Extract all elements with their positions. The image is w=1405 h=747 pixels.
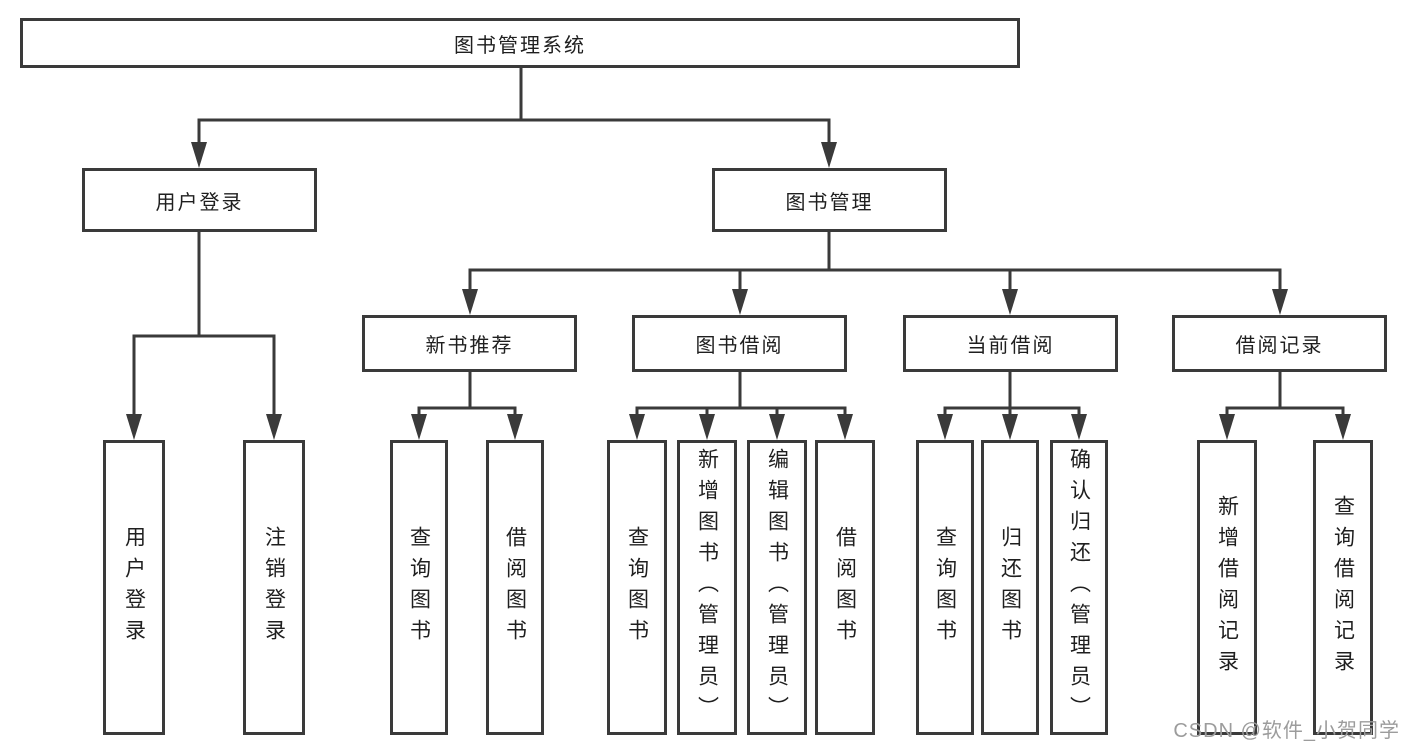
leaf-add-books-admin-label: 新增图书（管理员） — [695, 448, 719, 727]
leaf-query-borrow-record: 查询借阅记录 — [1313, 440, 1373, 735]
connector-current-to-leaves — [937, 372, 1087, 440]
node-borrow-records: 借阅记录 — [1172, 315, 1387, 372]
leaf-user-login-label: 用户登录 — [122, 525, 146, 650]
leaf-return-books: 归还图书 — [981, 440, 1039, 735]
leaf-query-books-1: 查询图书 — [390, 440, 448, 735]
leaf-borrow-books-1: 借阅图书 — [486, 440, 544, 735]
leaf-edit-books-admin-label: 编辑图书（管理员） — [765, 448, 789, 727]
leaf-borrow-books-1-label: 借阅图书 — [503, 525, 527, 650]
node-borrow-records-label: 借阅记录 — [1235, 335, 1324, 357]
leaf-query-books-1-label: 查询图书 — [407, 525, 431, 650]
node-user-login-label: 用户登录 — [155, 191, 244, 214]
leaf-query-books-2-label: 查询图书 — [625, 525, 649, 650]
leaf-query-books-3: 查询图书 — [916, 440, 974, 735]
node-root-label: 图书管理系统 — [454, 34, 586, 57]
leaf-confirm-return-admin-label: 确认归还（管理员） — [1067, 448, 1091, 727]
connector-mgmt-to-level3 — [462, 232, 1288, 315]
node-book-borrowing: 图书借阅 — [632, 315, 847, 372]
leaf-borrow-books-2-label: 借阅图书 — [833, 525, 857, 650]
leaf-edit-books-admin: 编辑图书（管理员） — [747, 440, 807, 735]
leaf-query-books-2: 查询图书 — [607, 440, 667, 735]
connector-newrec-to-leaves — [411, 372, 523, 440]
node-book-management-label: 图书管理 — [785, 191, 874, 214]
connector-login-to-leaves — [126, 232, 282, 440]
leaf-logout-label: 注销登录 — [262, 525, 286, 650]
leaf-borrow-books-2: 借阅图书 — [815, 440, 875, 735]
node-root-system: 图书管理系统 — [20, 18, 1020, 68]
connector-borrow-to-leaves — [629, 372, 853, 440]
connector-root-to-level2 — [191, 68, 837, 168]
node-current-borrowing: 当前借阅 — [903, 315, 1118, 372]
node-book-borrowing-label: 图书借阅 — [695, 335, 784, 357]
node-current-borrowing-label: 当前借阅 — [966, 335, 1055, 357]
leaf-query-books-3-label: 查询图书 — [933, 525, 957, 650]
leaf-logout: 注销登录 — [243, 440, 305, 735]
node-new-book-recommend: 新书推荐 — [362, 315, 577, 372]
node-new-book-recommend-label: 新书推荐 — [425, 335, 514, 357]
csdn-watermark: CSDN @软件_小贺同学 — [1173, 720, 1400, 742]
connector-record-to-leaves — [1219, 372, 1351, 440]
leaf-query-borrow-record-label: 查询借阅记录 — [1331, 494, 1355, 681]
node-user-login-module: 用户登录 — [82, 168, 317, 232]
leaf-add-borrow-record: 新增借阅记录 — [1197, 440, 1257, 735]
leaf-user-login: 用户登录 — [103, 440, 165, 735]
leaf-add-books-admin: 新增图书（管理员） — [677, 440, 737, 735]
leaf-confirm-return-admin: 确认归还（管理员） — [1050, 440, 1108, 735]
leaf-add-borrow-record-label: 新增借阅记录 — [1215, 494, 1239, 681]
leaf-return-books-label: 归还图书 — [998, 525, 1022, 650]
node-book-management-module: 图书管理 — [712, 168, 947, 232]
